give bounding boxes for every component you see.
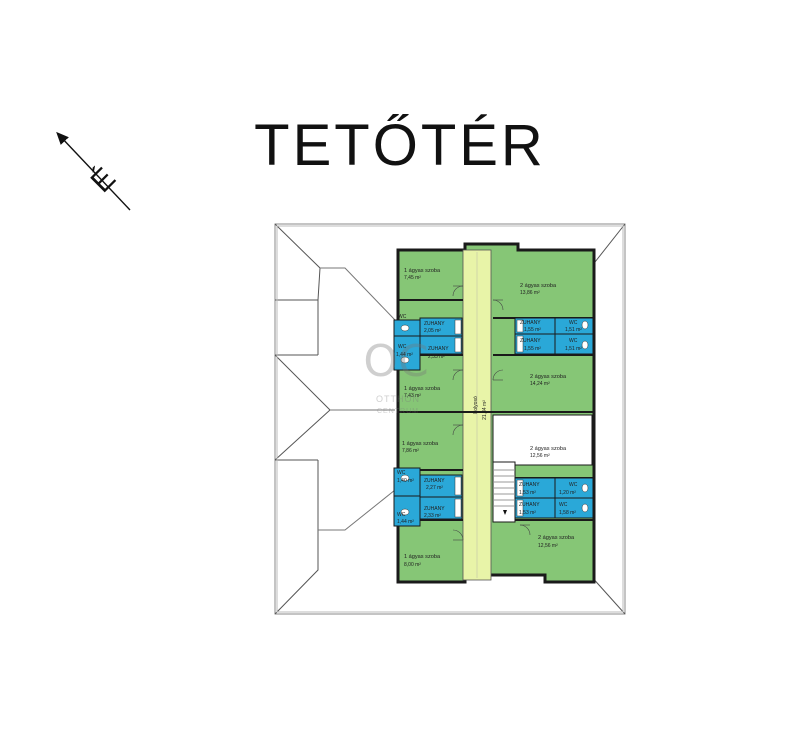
fixtures xyxy=(400,319,589,518)
roof-outline xyxy=(274,223,626,615)
bath-area: 1,44 m² xyxy=(397,519,414,525)
bath-name: ZUHANY xyxy=(424,321,445,327)
bath-area: 1,44 m² xyxy=(396,352,413,358)
bath-name: ZUHANY xyxy=(424,506,445,512)
room-name: 2 ágyas szoba xyxy=(530,446,567,452)
corridor-name: Folyosó xyxy=(473,396,479,414)
corridor: Folyosó 21,34 m² xyxy=(462,249,492,581)
watermark-logo: OC OTTHON CENTRUM xyxy=(363,336,428,415)
room-name: 1 ágyas szoba xyxy=(404,554,441,560)
bath-name: WC xyxy=(559,502,568,508)
room-area: 7,43 m² xyxy=(404,393,421,399)
room-name: 1 ágyas szoba xyxy=(404,268,441,274)
doors xyxy=(452,285,531,541)
room-area: 12,56 m² xyxy=(538,543,558,549)
room-name: 2 ágyas szoba xyxy=(530,374,567,380)
bathrooms xyxy=(393,317,594,527)
bath-name: WC xyxy=(569,482,578,488)
corridor-area: 21,34 m² xyxy=(482,400,488,420)
bath-area: 1,55 m² xyxy=(524,327,541,333)
bath-area: 2,33 m² xyxy=(424,513,441,519)
bath-area: 2,05 m² xyxy=(424,328,441,334)
room-area: 14,24 m² xyxy=(530,381,550,387)
room-area: 12,56 m² xyxy=(530,453,550,459)
bath-name: ZUHANY xyxy=(520,338,541,344)
bath-name: WC xyxy=(569,338,578,344)
north-arrow-icon: É xyxy=(56,131,131,211)
bath-name: WC xyxy=(569,320,578,326)
bath-area: 1,51 m² xyxy=(565,346,582,352)
room-labels: 1 ágyas szoba 7,45 m² 2 ágyas szoba 13,8… xyxy=(402,268,575,568)
bath-area: 1,51 m² xyxy=(565,327,582,333)
bath-name: ZUHANY xyxy=(424,478,445,484)
bath-labels: WC 1,44 m² ZUHANY 2,05 m² ZUHANY 2,33 m²… xyxy=(396,314,582,525)
bath-name: ZUHANY xyxy=(520,320,541,326)
room-name: 2 ágyas szoba xyxy=(538,535,575,541)
bath-name: ZUHANY xyxy=(428,346,449,352)
bath-name: ZUHANY xyxy=(519,482,540,488)
stairwell xyxy=(492,414,593,523)
room-area: 7,45 m² xyxy=(404,275,421,281)
bath-name: ZUHANY xyxy=(519,502,540,508)
bath-area: 1,20 m² xyxy=(559,490,576,496)
svg-text:21,34 m²: 21,34 m² xyxy=(482,400,488,420)
bath-area: 1,55 m² xyxy=(524,346,541,352)
stair-arrow-icon xyxy=(503,510,507,515)
room-area: 7,86 m² xyxy=(402,448,419,454)
bath-area: 1,53 m² xyxy=(519,490,536,496)
bath-area: 2,33 m² xyxy=(428,354,445,360)
room-area: 13,86 m² xyxy=(520,290,540,296)
watermark-line1: OTTHON xyxy=(376,394,420,404)
room-name: 2 ágyas szoba xyxy=(520,283,557,289)
room-name: 1 ágyas szoba xyxy=(402,441,439,447)
bath-area: 1,40 m² xyxy=(397,478,414,484)
page-title: TETŐTÉR xyxy=(254,113,546,178)
watermark-logo-text: OC xyxy=(363,336,428,387)
bath-area: 2,27 m² xyxy=(426,485,443,491)
room-name: 1 ágyas szoba xyxy=(404,386,441,392)
bath-area: 1,58 m² xyxy=(559,510,576,516)
bath-name: WC xyxy=(398,314,407,320)
bath-area: 1,53 m² xyxy=(519,510,536,516)
bath-name: WC xyxy=(397,512,406,518)
room-area: 8,00 m² xyxy=(404,562,421,568)
bath-name: WC xyxy=(398,344,407,350)
bath-name: WC xyxy=(397,470,406,476)
svg-text:Folyosó: Folyosó xyxy=(473,396,479,414)
watermark-line2: CENTRUM xyxy=(377,408,419,415)
